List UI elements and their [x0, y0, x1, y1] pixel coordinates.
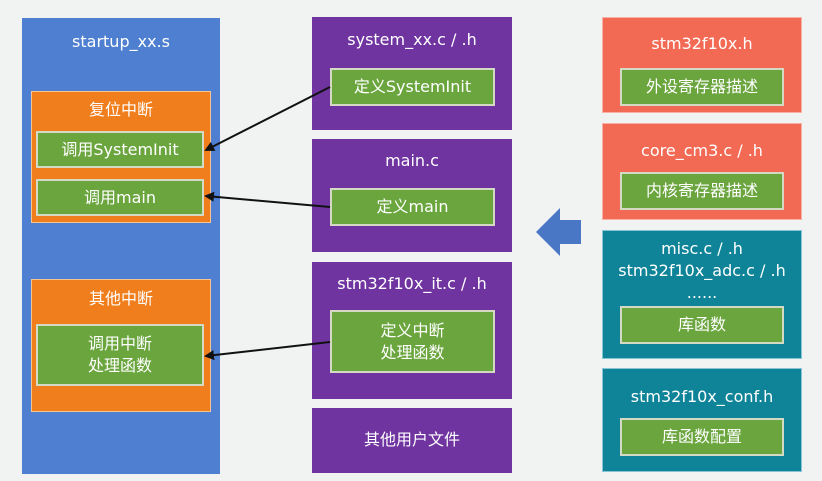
stm32f10x-header-title: stm32f10x.h [651, 34, 753, 53]
other-interrupt-title: 其他中断 [88, 289, 153, 308]
define-systeminit-box: 定义SystemInit [330, 68, 495, 106]
arrow-systeminit [204, 86, 331, 151]
core-register-desc-box: 内核寄存器描述 [620, 172, 784, 210]
user-files-box: 其他用户文件 [312, 408, 512, 473]
arrow-interrupt-handler [204, 341, 331, 361]
core-cm3-title: core_cm3.c / .h [641, 141, 763, 160]
peripheral-register-desc-box: 外设寄存器描述 [620, 68, 784, 106]
call-main-box: 调用main [36, 179, 204, 216]
system-file-title: system_xx.c / .h [347, 30, 477, 49]
library-config-title: stm32f10x_conf.h [630, 387, 774, 406]
call-systeminit-box: 调用SystemInit [36, 131, 204, 168]
main-file-title: main.c [385, 151, 439, 170]
user-files-title: 其他用户文件 [363, 430, 460, 449]
interrupt-file-title: stm32f10x_it.c / .h [337, 274, 487, 293]
library-functions-box: 库函数 [620, 306, 784, 344]
reset-interrupt-title: 复位中断 [88, 100, 153, 119]
big-left-arrow-icon [536, 208, 581, 256]
call-interrupt-handler-box: 调用中断 处理函数 [36, 324, 204, 386]
startup-file-title: startup_xx.s [72, 32, 170, 51]
define-main-box: 定义main [330, 188, 495, 226]
library-files-title: misc.c / .h stm32f10x_adc.c / .h ...... [618, 239, 786, 302]
library-config-inner-box: 库函数配置 [620, 418, 784, 456]
define-interrupt-handler-box: 定义中断 处理函数 [330, 310, 495, 373]
arrow-main [204, 191, 331, 208]
